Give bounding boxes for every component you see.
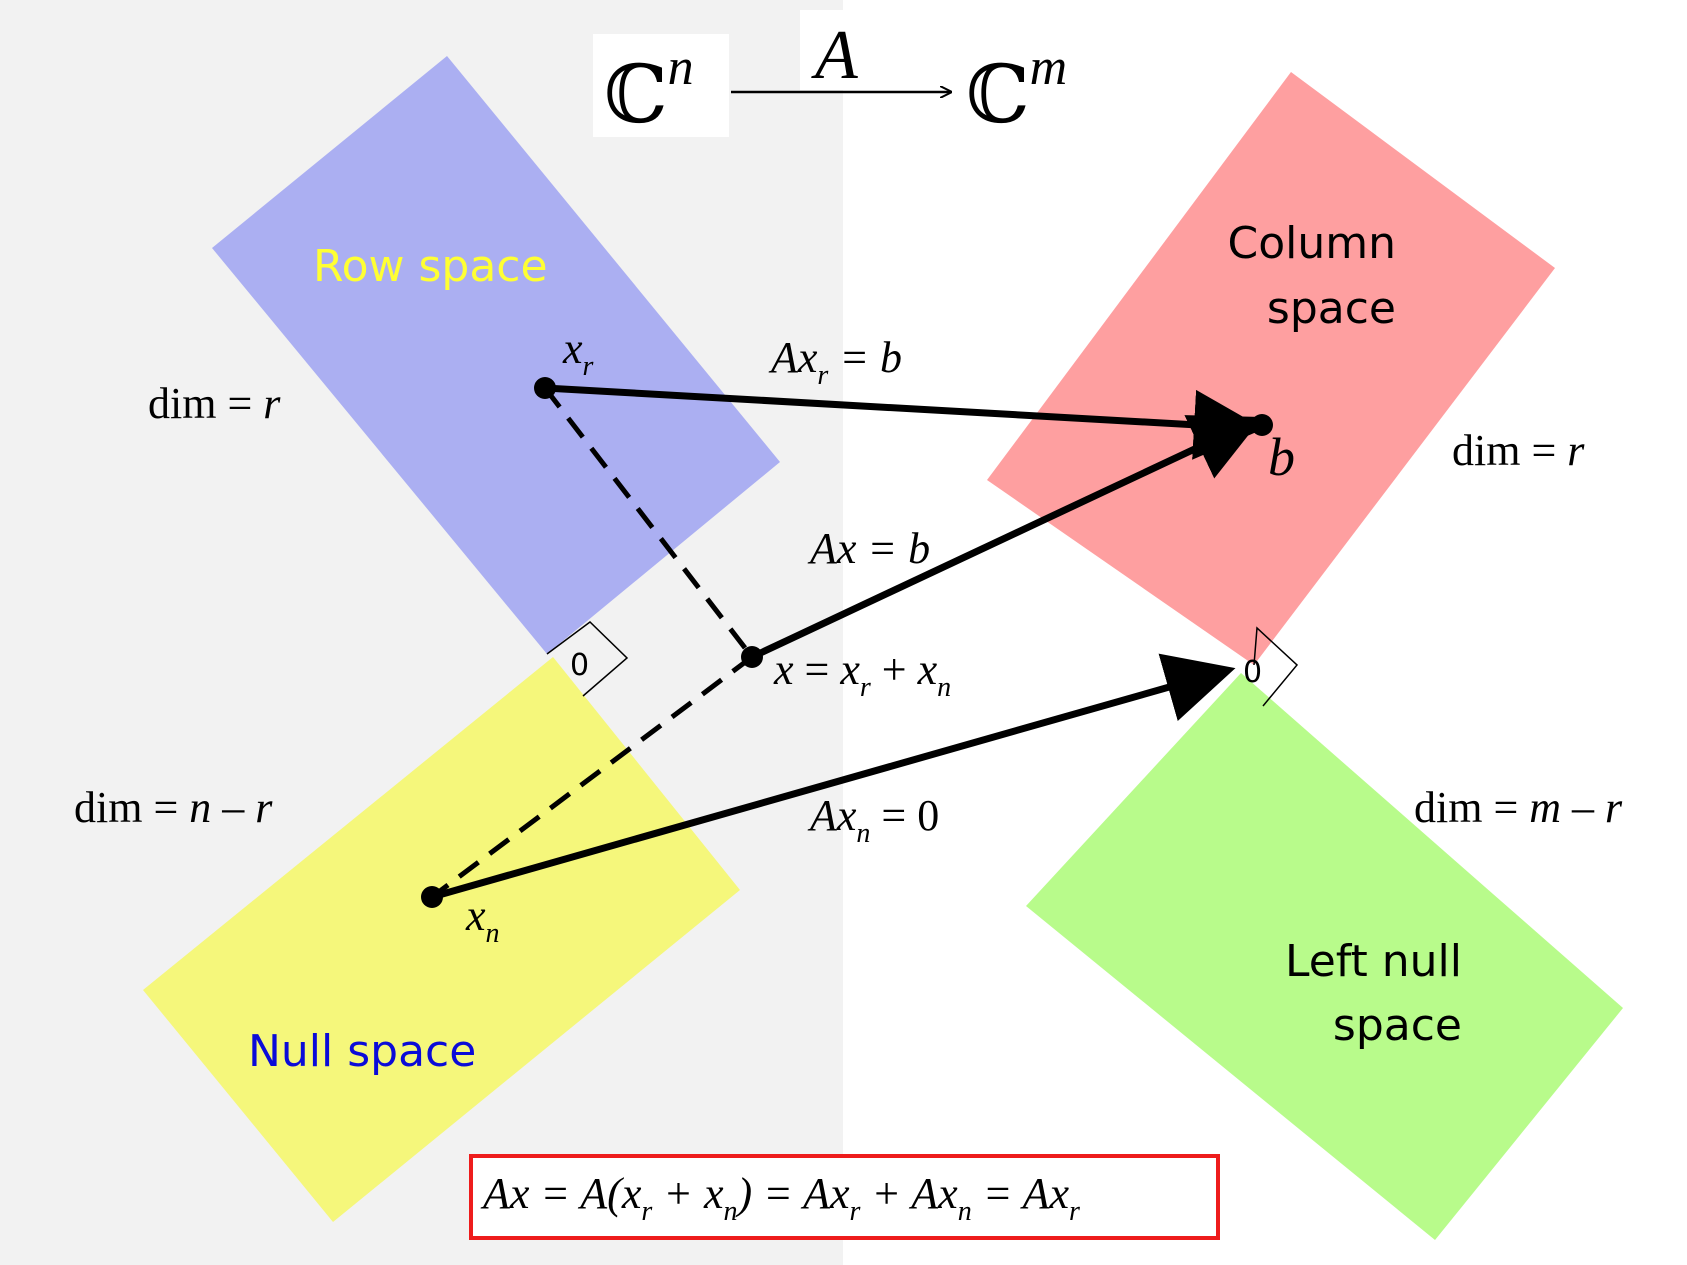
column-space-region (987, 72, 1555, 665)
equation-sub-2: n (724, 1196, 738, 1227)
source-space-box (593, 34, 729, 137)
left-null-space-dimension-var: m (1529, 783, 1561, 832)
row-space-label: Row space (313, 241, 548, 292)
arrow-xn-to-zero (431, 653, 1236, 901)
mapping-axn-x: x (836, 791, 857, 840)
equation-part-2: + x (652, 1169, 724, 1218)
right-angle-marker-target (1253, 626, 1299, 707)
equation: Ax = A(xr + xn) = Axr + Axn = Axr (480, 1169, 1080, 1227)
target-space-symbol: ℂm (966, 39, 1067, 140)
point-xr-base: x (562, 324, 583, 373)
null-space-region (143, 657, 740, 1222)
null-space-dimension-prefix: dim = (74, 783, 189, 832)
column-space-label-line-2: space (1267, 283, 1396, 334)
right-angle-label-target: 0 (1243, 655, 1262, 690)
mapping-axn-rhs: = 0 (870, 791, 939, 840)
target-space-blackboard-c: ℂ (966, 52, 1030, 140)
source-space-exponent: n (668, 39, 694, 96)
column-space-dimension-prefix: dim = (1452, 426, 1567, 475)
map-label-box (800, 10, 880, 90)
equation-part-1: Ax = A(x (480, 1169, 642, 1218)
mapping-axr-sub: r (817, 360, 828, 391)
mapping-axn-label: Axn = 0 (807, 791, 939, 849)
point-x-a: x (839, 645, 860, 694)
null-space-dimension: dim = n – r (74, 783, 273, 832)
equation-box (469, 1154, 1220, 1240)
mapping-axr-label: Axr = b (768, 333, 902, 391)
column-space-label-line-1: Column (1227, 218, 1396, 269)
source-space-blackboard-c: ℂ (604, 52, 668, 140)
equation-sub-4: n (958, 1196, 972, 1227)
left-null-space-label-line-2: space (1333, 1000, 1462, 1051)
point-x-b-sub: n (937, 672, 951, 703)
point-xr-sub: r (583, 351, 594, 382)
point-xn-sub: n (486, 918, 500, 949)
null-space-dimension-sep: – (211, 783, 255, 832)
point-x-label: x = xr + xn (773, 645, 951, 703)
left-null-space-label-line-1: Left null (1285, 936, 1462, 987)
left-null-space-dimension-sep: – (1561, 783, 1605, 832)
point-x-b: x (917, 645, 938, 694)
equation-part-4: + Ax (860, 1169, 958, 1218)
target-space-exponent: m (1030, 39, 1068, 96)
point-xn (421, 886, 443, 908)
arrow-x-to-b (750, 415, 1263, 661)
map-label: A (811, 17, 858, 94)
left-null-space-dimension: dim = m – r (1414, 783, 1623, 832)
arrow-xr-to-b (544, 384, 1264, 460)
right-angle-marker-source (546, 621, 629, 697)
null-space-dimension-var: n (189, 783, 211, 832)
point-x-a-sub: r (860, 672, 871, 703)
left-null-space-dimension-var2: r (1605, 783, 1623, 832)
row-space-dimension: dim = r (148, 379, 281, 428)
null-space-label: Null space (248, 1026, 476, 1077)
point-xr (534, 377, 556, 399)
mapping-axn-A: A (807, 791, 838, 840)
row-space-region (212, 56, 780, 654)
column-space-dimension: dim = r (1452, 426, 1585, 475)
mapping-axr-rhs: = b (828, 333, 902, 382)
left-null-space-region (1026, 673, 1623, 1240)
left-null-space-dimension-prefix: dim = (1414, 783, 1529, 832)
source-space-symbol: ℂn (604, 39, 694, 140)
row-space-dimension-var: r (263, 379, 281, 428)
dashed-line-xr-to-x (543, 386, 754, 659)
point-x (741, 646, 763, 668)
point-xn-label: xn (465, 891, 500, 949)
null-space-dimension-var2: r (255, 783, 273, 832)
mapping-axn-sub: n (856, 818, 870, 849)
point-b (1251, 414, 1273, 436)
row-space-dimension-prefix: dim = (148, 379, 263, 428)
equation-sub-1: r (641, 1196, 652, 1227)
point-x-plus: + (871, 645, 918, 694)
mapping-axr-x: x (797, 333, 818, 382)
point-x-lhs: x (773, 645, 794, 694)
column-space-dimension-var: r (1567, 426, 1585, 475)
mapping-ax-label: Ax = b (807, 524, 930, 573)
equation-part-5: = Ax (972, 1169, 1070, 1218)
dashed-line-x-to-xn (430, 655, 754, 899)
point-xr-label: xr (562, 324, 594, 382)
point-b-label: b (1268, 427, 1295, 487)
equation-sub-3: r (849, 1196, 860, 1227)
right-angle-label-source: 0 (570, 648, 589, 683)
point-x-eq: = (794, 645, 841, 694)
equation-sub-5: r (1069, 1196, 1080, 1227)
mapping-axr-A: A (768, 333, 799, 382)
equation-part-3: ) = Ax (735, 1169, 850, 1218)
point-xn-base: x (465, 891, 486, 940)
